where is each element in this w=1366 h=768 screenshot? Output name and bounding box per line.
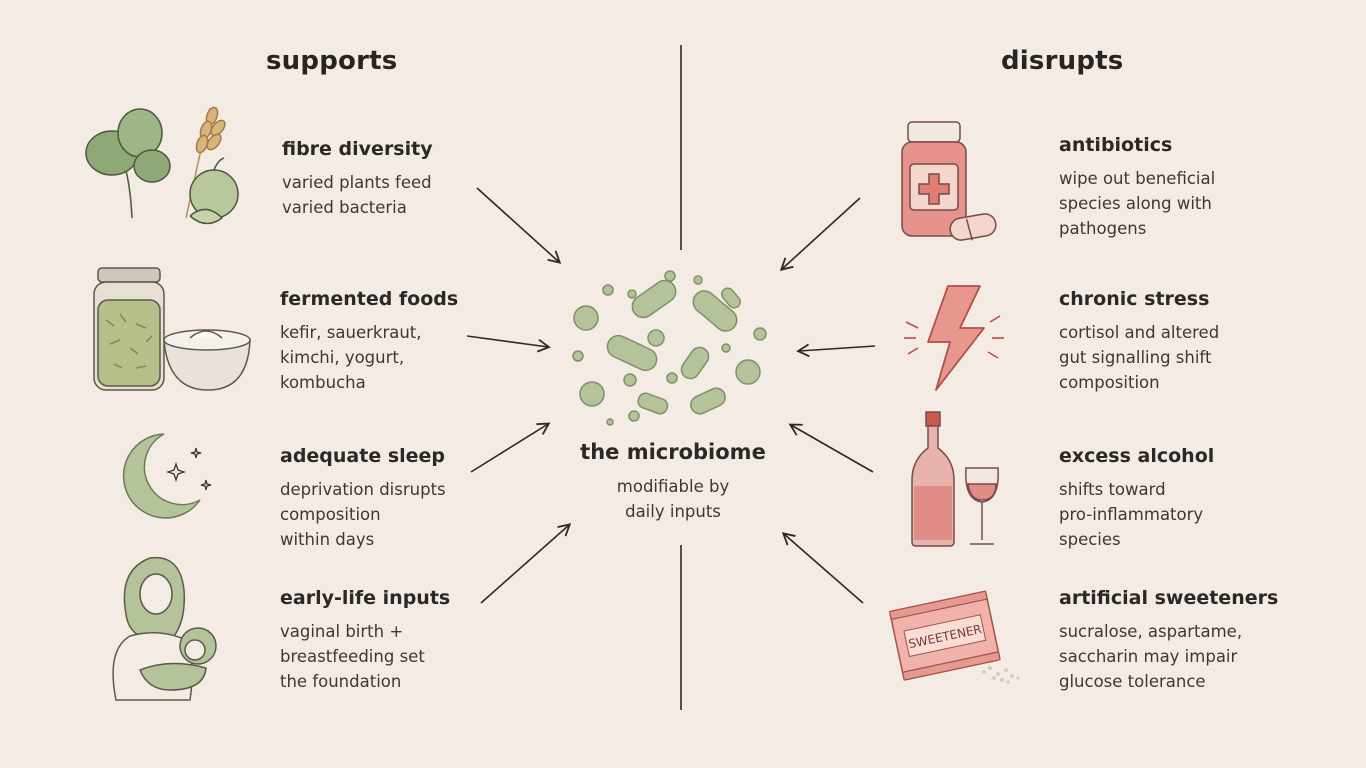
desc-line: species bbox=[1059, 530, 1121, 549]
disrupt-item-alcohol: excess alcohol shifts toward pro-inflamm… bbox=[1059, 445, 1214, 552]
arrow-fermented bbox=[466, 335, 551, 353]
desc-line: gut signalling shift bbox=[1059, 348, 1212, 367]
desc-line: kimchi, yogurt, bbox=[280, 348, 405, 367]
desc-line: shifts toward bbox=[1059, 480, 1166, 499]
desc-line: saccharin may impair bbox=[1059, 647, 1238, 666]
support-desc: vaginal birth + breastfeeding set the fo… bbox=[280, 619, 450, 694]
support-item-early-life: early-life inputs vaginal birth + breast… bbox=[280, 587, 450, 694]
arrow-fibre bbox=[476, 187, 562, 264]
mother-baby-icon bbox=[112, 556, 217, 701]
desc-line: varied plants feed bbox=[282, 173, 432, 192]
disrupt-desc: shifts toward pro-inflammatory species bbox=[1059, 477, 1214, 552]
center-subtitle: modifiable by daily inputs bbox=[560, 474, 786, 524]
disrupt-title: artificial sweeteners bbox=[1059, 587, 1279, 609]
disrupt-item-sweeteners: artificial sweeteners sucralose, asparta… bbox=[1059, 587, 1278, 694]
support-title: fermented foods bbox=[280, 288, 459, 310]
heading-supports: supports bbox=[266, 46, 398, 76]
disrupt-title: chronic stress bbox=[1059, 288, 1210, 310]
desc-line: glucose tolerance bbox=[1059, 672, 1206, 691]
moon-stars-icon bbox=[122, 433, 212, 519]
support-item-fermented: fermented foods kefir, sauerkraut, kimch… bbox=[280, 288, 458, 395]
heading-disrupts: disrupts bbox=[1001, 46, 1124, 76]
wine-bottle-glass-icon bbox=[911, 411, 999, 547]
desc-line: breastfeeding set bbox=[280, 647, 425, 666]
desc-line: wipe out beneficial bbox=[1059, 169, 1216, 188]
desc-line: kombucha bbox=[280, 373, 366, 392]
desc-line: cortisol and altered bbox=[1059, 323, 1220, 342]
support-item-fibre: fibre diversity varied plants feed varie… bbox=[282, 138, 433, 220]
center-subtitle-line: modifiable by bbox=[616, 477, 730, 496]
desc-line: composition bbox=[280, 505, 381, 524]
support-title: fibre diversity bbox=[282, 138, 433, 160]
support-desc: kefir, sauerkraut, kimchi, yogurt, kombu… bbox=[280, 320, 458, 395]
sweetener-packet-icon: SWEETENER bbox=[888, 590, 1020, 684]
microbes-cluster-icon bbox=[572, 270, 767, 426]
desc-line: composition bbox=[1059, 373, 1160, 392]
desc-line: pathogens bbox=[1059, 219, 1147, 238]
arrow-early-life bbox=[480, 523, 572, 604]
center-label: the microbiome modifiable by daily input… bbox=[560, 440, 786, 524]
vegetables-grain-apple-icon bbox=[85, 106, 239, 225]
disrupt-item-antibiotics: antibiotics wipe out beneficial species … bbox=[1059, 134, 1215, 241]
support-desc: deprivation disrupts composition within … bbox=[280, 477, 446, 552]
arrow-alcohol bbox=[788, 423, 874, 473]
disrupt-desc: sucralose, aspartame, saccharin may impa… bbox=[1059, 619, 1278, 694]
desc-line: species along with bbox=[1059, 194, 1212, 213]
desc-line: vaginal birth + bbox=[280, 622, 404, 641]
disrupt-title: excess alcohol bbox=[1059, 445, 1215, 467]
arrow-sleep bbox=[470, 422, 551, 473]
arrow-stress bbox=[796, 343, 876, 358]
pill-bottle-icon bbox=[901, 121, 997, 241]
desc-line: within days bbox=[280, 530, 375, 549]
disrupt-desc: wipe out beneficial species along with p… bbox=[1059, 166, 1215, 241]
support-title: adequate sleep bbox=[280, 445, 446, 467]
arrow-antibiotics bbox=[779, 197, 861, 271]
disrupt-item-stress: chronic stress cortisol and altered gut … bbox=[1059, 288, 1219, 395]
center-subtitle-line: daily inputs bbox=[625, 502, 721, 521]
arrow-sweeteners bbox=[781, 532, 864, 604]
disrupt-desc: cortisol and altered gut signalling shif… bbox=[1059, 320, 1219, 395]
desc-line: deprivation disrupts bbox=[280, 480, 446, 499]
fermentation-jar-yogurt-icon bbox=[93, 267, 251, 391]
desc-line: sucralose, aspartame, bbox=[1059, 622, 1243, 641]
center-title: the microbiome bbox=[580, 440, 766, 464]
desc-line: kefir, sauerkraut, bbox=[280, 323, 422, 342]
disrupt-title: antibiotics bbox=[1059, 134, 1173, 156]
support-title: early-life inputs bbox=[280, 587, 451, 609]
desc-line: varied bacteria bbox=[282, 198, 407, 217]
desc-line: the foundation bbox=[280, 672, 402, 691]
desc-line: pro-inflammatory bbox=[1059, 505, 1204, 524]
support-item-sleep: adequate sleep deprivation disrupts comp… bbox=[280, 445, 446, 552]
lightning-bolt-icon bbox=[904, 285, 1004, 391]
support-desc: varied plants feed varied bacteria bbox=[282, 170, 433, 220]
